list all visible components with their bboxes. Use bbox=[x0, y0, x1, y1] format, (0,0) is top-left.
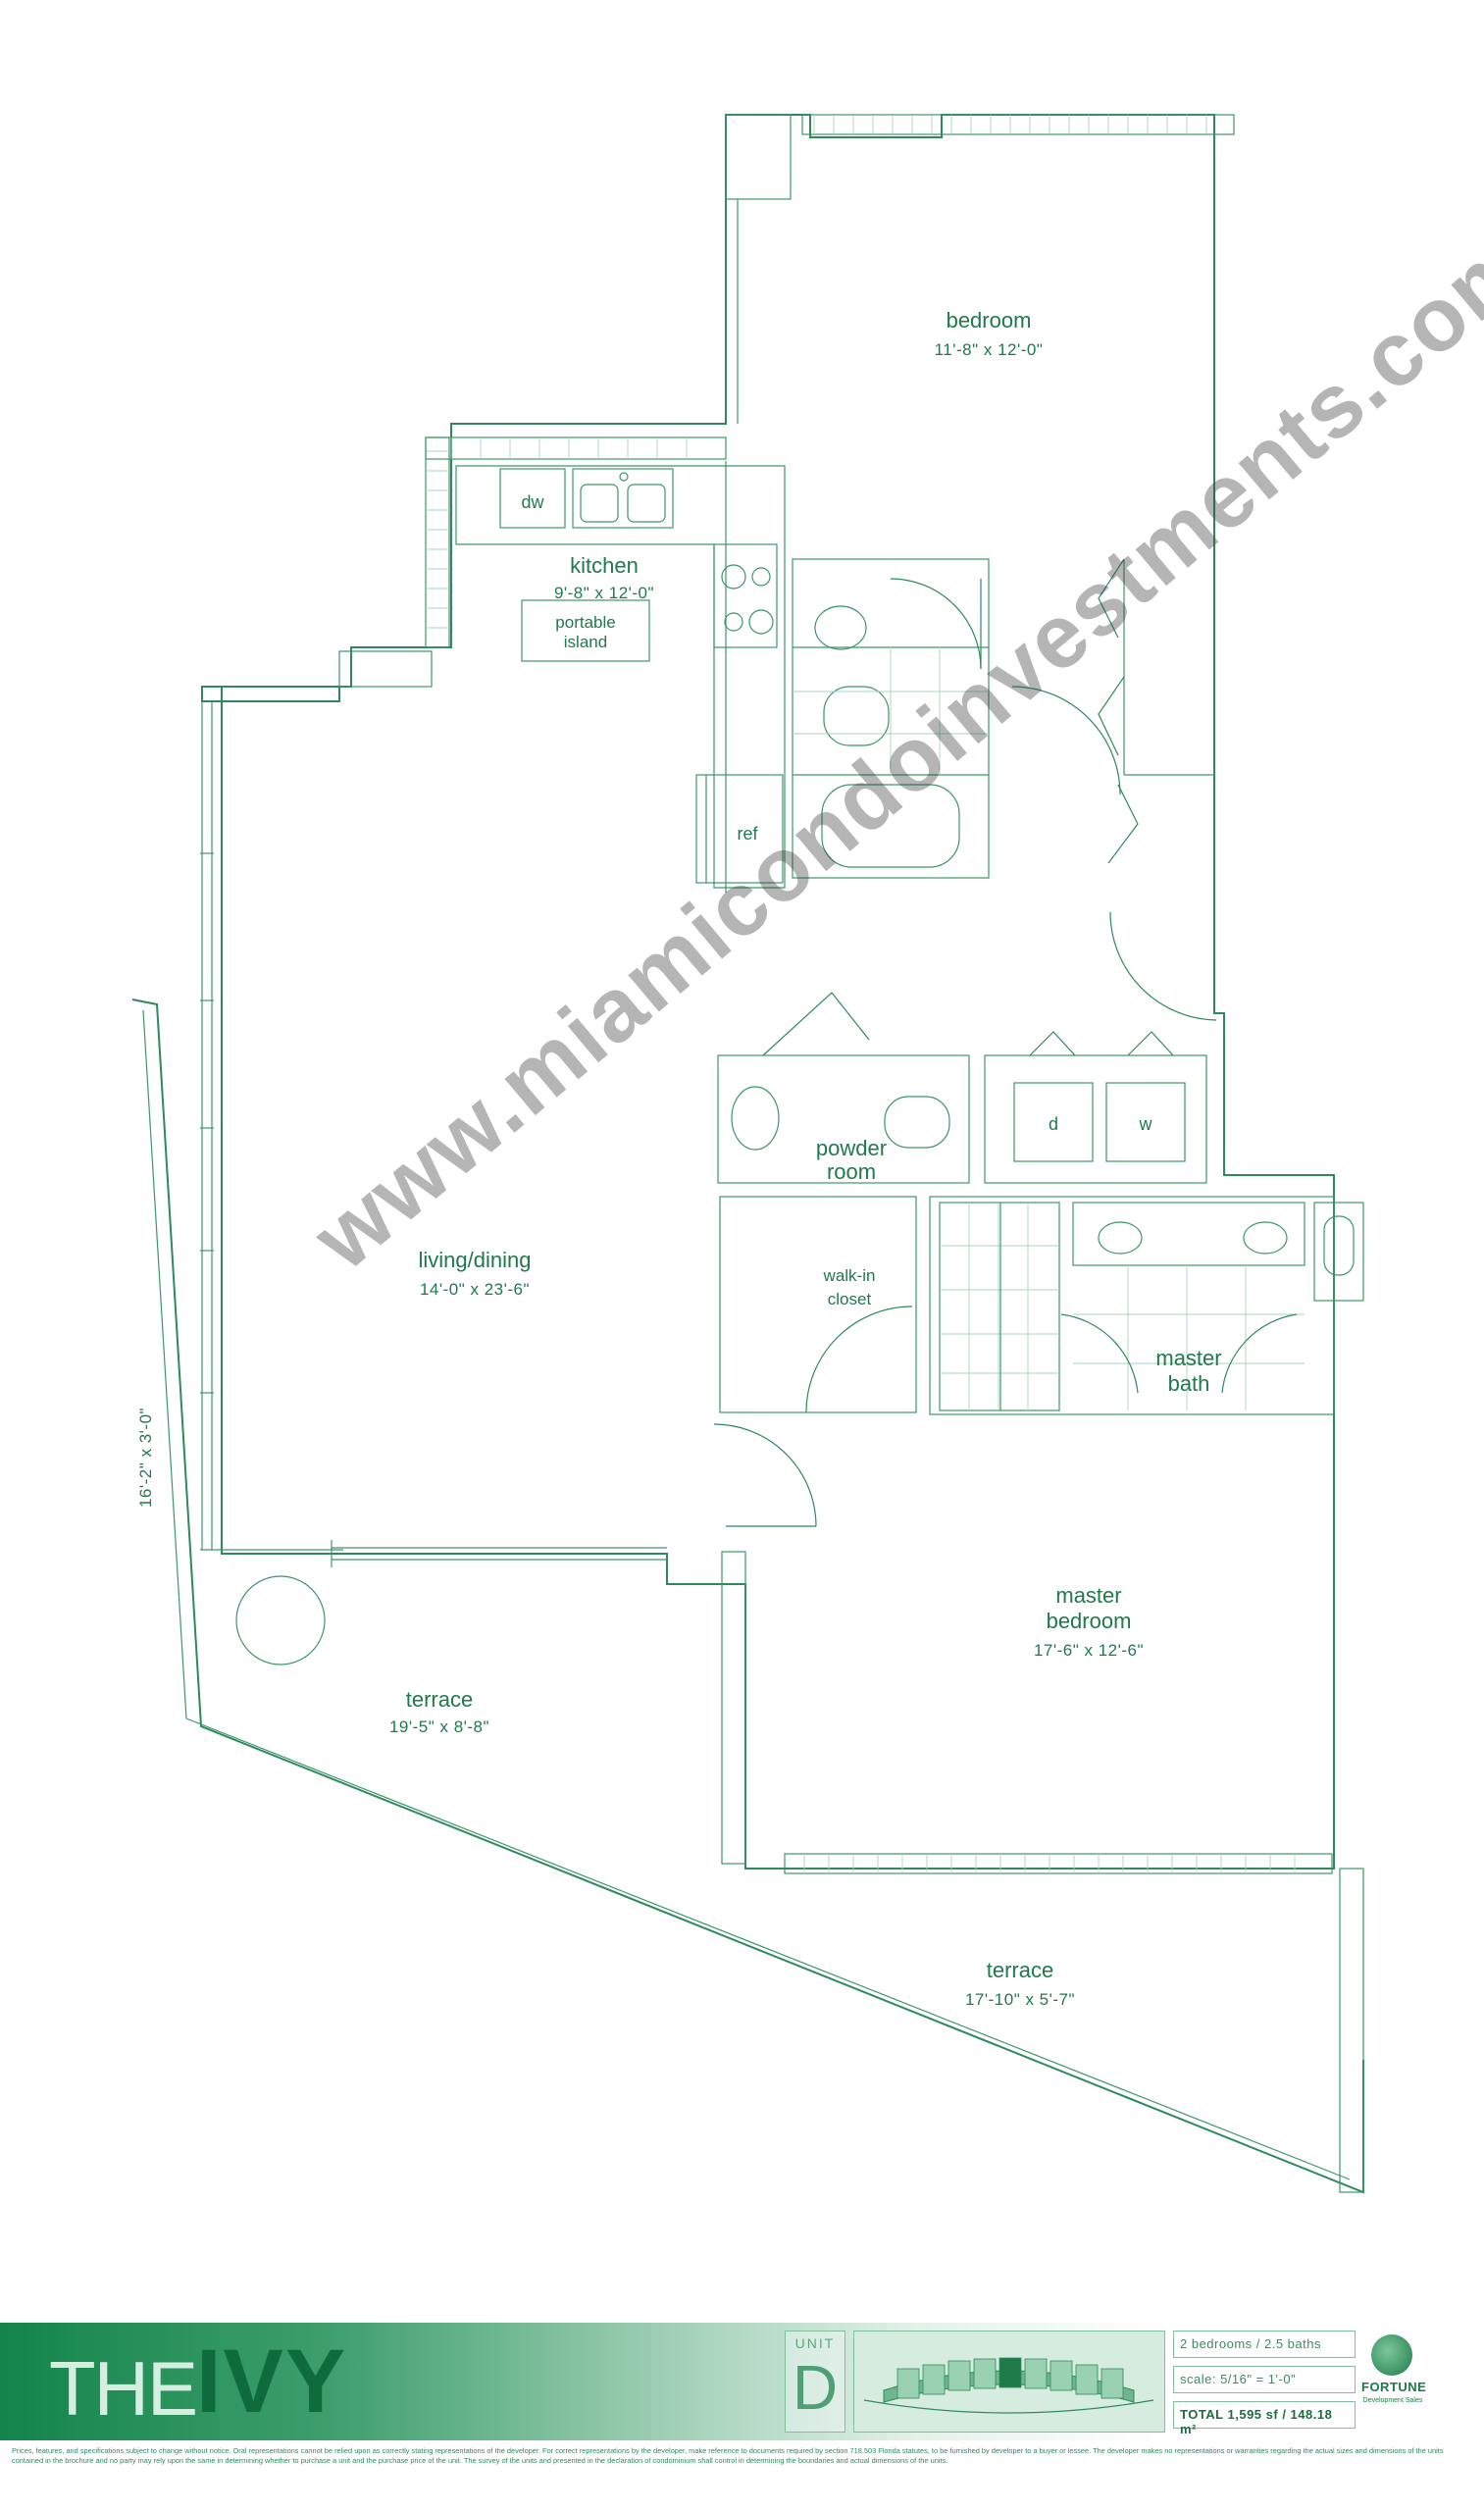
powder-room-label-2: room bbox=[827, 1159, 876, 1184]
unit-info: 2 bedrooms / 2.5 baths scale: 5/16" = 1'… bbox=[1173, 2331, 1356, 2433]
key-plan bbox=[853, 2331, 1165, 2433]
shower bbox=[940, 1203, 1059, 1410]
vanity bbox=[1073, 1203, 1305, 1265]
walk-in-closet-label-1: walk-in bbox=[823, 1266, 876, 1285]
walk-in-closet bbox=[720, 1197, 916, 1412]
side-terrace-dims: 16'-2" x 3'-0" bbox=[136, 1408, 155, 1508]
terrace-left-label: terrace bbox=[406, 1687, 473, 1712]
living-dining-label: living/dining bbox=[419, 1248, 532, 1272]
bedroom-dims: 11'-8" x 12'-0" bbox=[935, 340, 1044, 359]
bed-bath-count: 2 bedrooms / 2.5 baths bbox=[1173, 2331, 1356, 2358]
bedroom-window bbox=[802, 115, 1234, 134]
kitchen-window bbox=[426, 437, 449, 647]
kitchen-sink bbox=[573, 469, 673, 528]
kitchen-dims: 9'-8" x 12'-0" bbox=[554, 584, 654, 602]
master-bedroom-label-2: bedroom bbox=[1047, 1609, 1132, 1633]
master-bath-label-2: bath bbox=[1168, 1371, 1210, 1396]
island-label-2: island bbox=[564, 633, 607, 651]
total-area: TOTAL 1,595 sf / 148.18 m² bbox=[1173, 2401, 1356, 2429]
terrace-right-label: terrace bbox=[987, 1958, 1053, 1982]
laundry bbox=[985, 1055, 1206, 1183]
master-toilet bbox=[1314, 1203, 1363, 1301]
washer-label: w bbox=[1139, 1114, 1153, 1134]
unit-walls bbox=[222, 115, 1334, 1869]
logo-sub: Development Sales bbox=[1361, 2397, 1424, 2404]
unit-letter: D bbox=[786, 2351, 844, 2424]
brand-logo: THE IVY bbox=[49, 2336, 347, 2427]
unit-box: UNIT D bbox=[785, 2331, 845, 2433]
logo-name: FORTUNE bbox=[1361, 2380, 1424, 2394]
globe-icon bbox=[1371, 2334, 1412, 2376]
kitchen-label: kitchen bbox=[570, 553, 639, 578]
terrace-left-dims: 19'-5" x 8'-8" bbox=[389, 1717, 489, 1736]
living-dining-dims: 14'-0" x 23'-6" bbox=[420, 1280, 530, 1299]
disclaimer: Prices, features, and specifications sub… bbox=[12, 2446, 1473, 2466]
island-label-1: portable bbox=[555, 613, 615, 632]
key-plan-drawing bbox=[854, 2332, 1163, 2431]
floor-plan: bedroom 11'-8" x 12'-0" kitchen 9'-8" x … bbox=[0, 0, 1484, 2315]
dishwasher-label: dw bbox=[521, 492, 544, 512]
unit-word: UNIT bbox=[786, 2335, 844, 2351]
powder-toilet bbox=[885, 1097, 949, 1148]
master-bedroom-label-1: master bbox=[1055, 1583, 1121, 1608]
terrace-right-dims: 17'-10" x 5'-7" bbox=[965, 1990, 1075, 2009]
scale-note: scale: 5/16" = 1'-0" bbox=[1173, 2366, 1356, 2393]
brand-the: THE bbox=[49, 2350, 196, 2427]
master-bath bbox=[930, 1197, 1334, 1414]
powder-room-label-1: powder bbox=[816, 1136, 887, 1160]
developer-logo: FORTUNE Development Sales bbox=[1361, 2331, 1420, 2433]
master-bedroom-dims: 17'-6" x 12'-6" bbox=[1034, 1641, 1144, 1660]
terrace-table bbox=[236, 1576, 325, 1665]
master-bath-label-1: master bbox=[1155, 1346, 1221, 1370]
dryer-label: d bbox=[1049, 1114, 1058, 1134]
footer-bar: THE IVY UNIT D 2 bedrooms / 2.5 baths sc… bbox=[0, 2323, 1484, 2440]
brand-ivy: IVY bbox=[196, 2336, 347, 2427]
walk-in-closet-label-2: closet bbox=[828, 1290, 872, 1308]
kitchen-counter bbox=[456, 466, 785, 888]
bedroom-pier bbox=[726, 115, 791, 199]
bedroom-label: bedroom bbox=[947, 308, 1032, 333]
